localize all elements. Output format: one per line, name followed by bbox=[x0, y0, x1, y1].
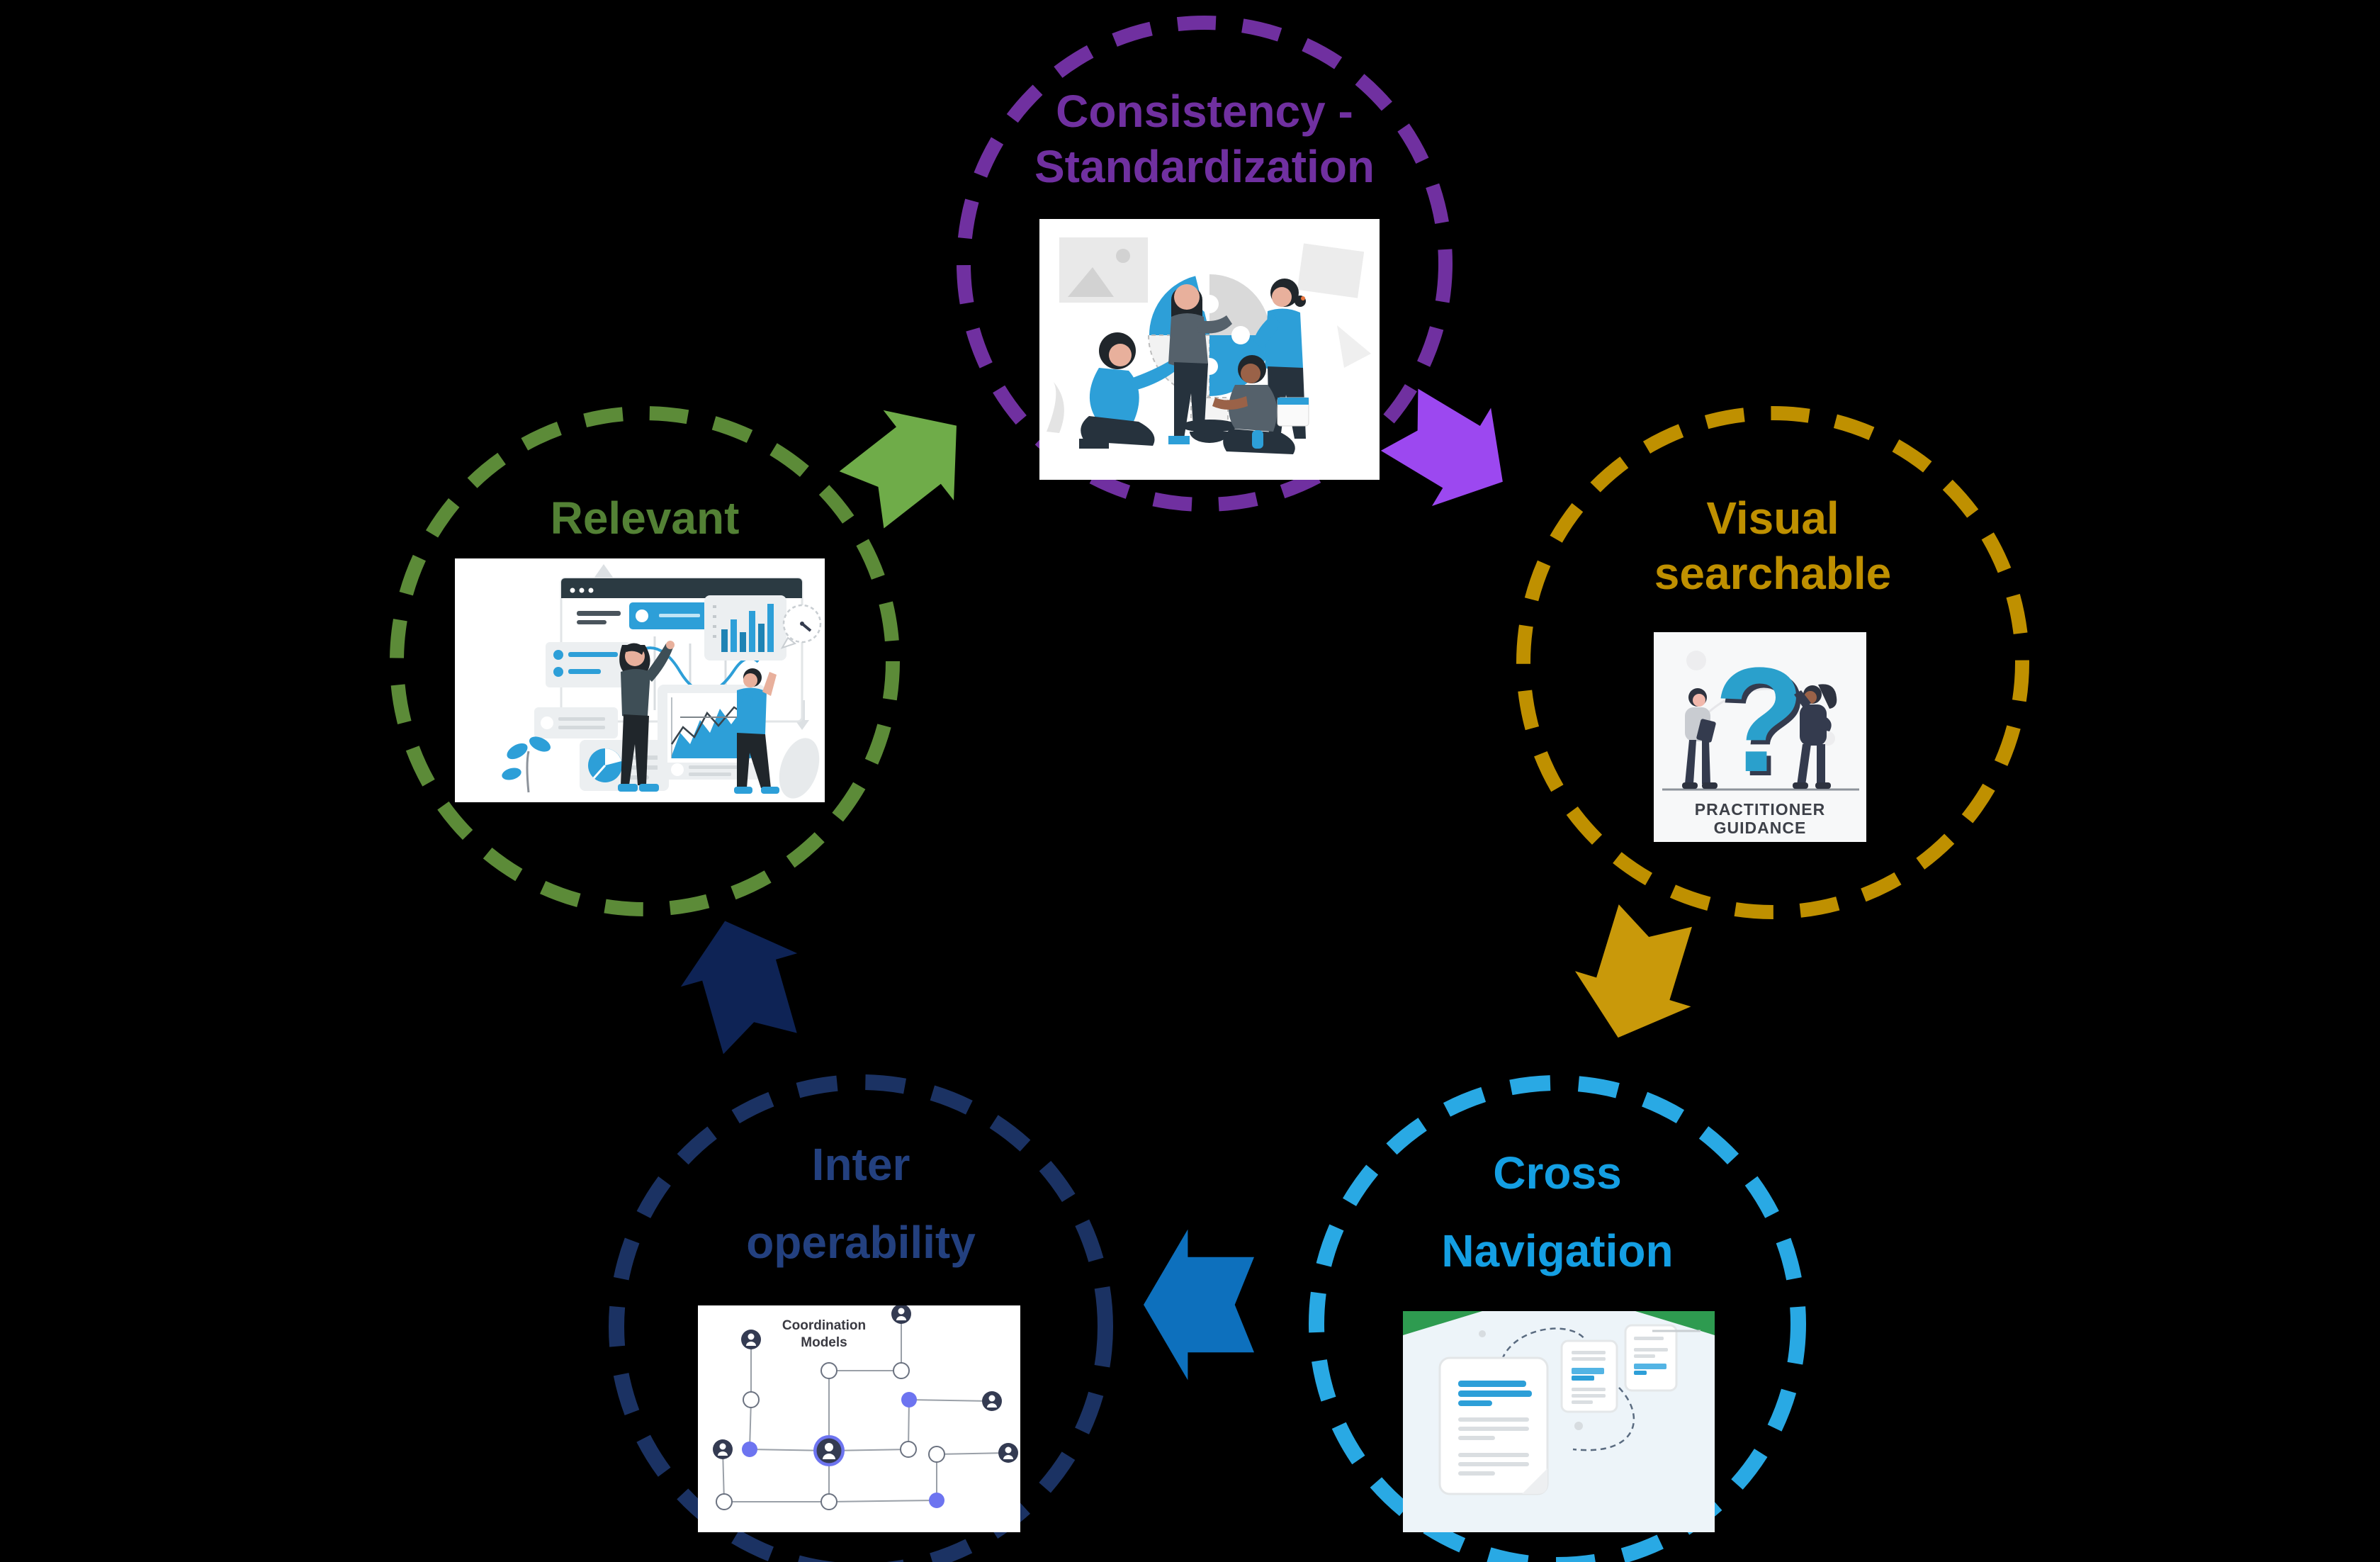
person-left-standing bbox=[1168, 284, 1232, 444]
arrow-interop-to-relevant-icon bbox=[680, 921, 798, 1055]
green-corner-right bbox=[1635, 1311, 1715, 1335]
consistency-illustration bbox=[1039, 219, 1380, 480]
label-interop-line2: operability bbox=[746, 1217, 976, 1269]
label-cross-line2: Navigation bbox=[1441, 1225, 1674, 1277]
visual-searchable-illustration: ? ? bbox=[1654, 632, 1866, 842]
arrow-cross-to-interop-icon bbox=[1144, 1229, 1254, 1381]
label-interop-line1: Inter bbox=[811, 1139, 910, 1190]
connector-curve bbox=[1501, 1327, 1590, 1360]
label-visual-line1: Visual bbox=[1706, 493, 1839, 544]
person-with-tablet bbox=[1682, 688, 1718, 789]
relevant-illustration bbox=[455, 558, 825, 802]
document-card-right bbox=[1624, 1324, 1701, 1392]
label-interoperability: Inter operability bbox=[613, 1125, 1109, 1281]
coordination-title-line2: Models bbox=[801, 1335, 847, 1350]
label-cross-navigation: Cross Navigation bbox=[1309, 1134, 1805, 1290]
cross-navigation-illustration bbox=[1403, 1311, 1715, 1532]
label-visual-searchable: Visual searchable bbox=[1525, 490, 2021, 601]
green-corner-left bbox=[1403, 1311, 1482, 1335]
practitioner-caption-line1: PRACTITIONER bbox=[1695, 800, 1826, 819]
bar-chart-card bbox=[704, 595, 786, 661]
clock-speech-bubble bbox=[780, 604, 822, 649]
cross-navigation-ring bbox=[1309, 1075, 1806, 1562]
relevant-ring bbox=[390, 406, 900, 916]
network-person-nodes bbox=[713, 1305, 1018, 1463]
visual-searchable-ring bbox=[1516, 406, 2029, 919]
network-filled-nodes bbox=[742, 1392, 944, 1508]
document-card-large bbox=[1438, 1356, 1549, 1495]
label-cross-line1: Cross bbox=[1493, 1147, 1622, 1198]
arrow-relevant-to-consistency-icon bbox=[839, 410, 957, 529]
network-central-node bbox=[813, 1435, 845, 1466]
network-edges bbox=[722, 1314, 1009, 1502]
photo-frames bbox=[1047, 237, 1371, 433]
list-card-left-top bbox=[546, 642, 631, 687]
leaf-decoration bbox=[779, 738, 820, 799]
coordination-title-line1: Coordination bbox=[782, 1318, 866, 1333]
person-pointing bbox=[1793, 684, 1837, 789]
interoperability-ring bbox=[609, 1074, 1113, 1562]
label-visual-line2: searchable bbox=[1654, 548, 1892, 600]
arrow-visual-to-cross-icon bbox=[1574, 904, 1692, 1038]
connector-curve bbox=[1572, 1387, 1635, 1451]
label-consistency-line1: Consistency - bbox=[1056, 86, 1353, 137]
interoperability-illustration: Coordination Models bbox=[698, 1305, 1020, 1532]
label-relevant: Relevant bbox=[397, 490, 893, 546]
woman-presenter bbox=[618, 641, 675, 792]
arrow-consistency-to-visual-icon bbox=[1380, 388, 1503, 506]
label-relevant-line1: Relevant bbox=[550, 493, 740, 544]
person-right-crouching bbox=[1212, 355, 1309, 454]
label-consistency-line2: Standardization bbox=[1034, 141, 1375, 193]
svg-text:?: ? bbox=[1714, 636, 1805, 803]
network-empty-nodes bbox=[716, 1362, 945, 1510]
person-left-crouching bbox=[1079, 332, 1181, 449]
svg-text:?: ? bbox=[1718, 641, 1809, 807]
label-consistency: Consistency - Standardization bbox=[886, 84, 1523, 194]
document-card-middle bbox=[1560, 1339, 1618, 1413]
practitioner-caption-line2: GUIDANCE bbox=[1714, 819, 1807, 837]
man-presenter bbox=[734, 668, 779, 794]
plant bbox=[502, 736, 551, 793]
consistency-ring bbox=[957, 16, 1453, 512]
question-mark-glyph: ? ? bbox=[1714, 636, 1809, 807]
list-card-left-bottom bbox=[534, 707, 618, 738]
